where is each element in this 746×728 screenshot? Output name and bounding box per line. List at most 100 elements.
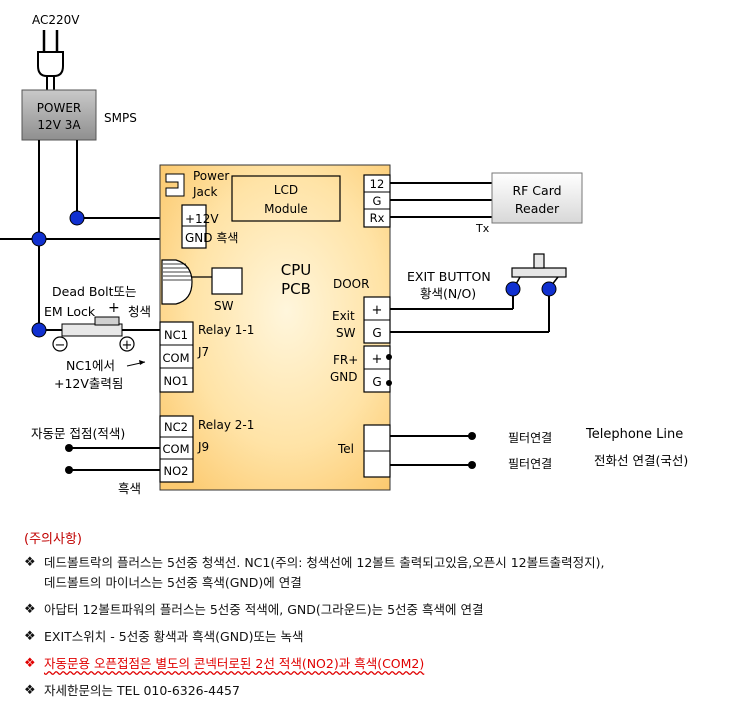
- note-item-warning: ❖ 자동문용 오픈접점은 별도의 콘넥터로된 2선 적색(NO2)과 흑색(CO…: [24, 654, 739, 674]
- wiring-diagram: AC220V POWER 12V 3A SMPS Power Jack LCD …: [0, 13, 688, 496]
- note-item: ❖ 데드볼트락의 플러스는 5선중 청색선. NC1(주의: 청색선에 12볼트…: [24, 553, 739, 593]
- sw-label: SW: [214, 299, 234, 313]
- power-supply-box: [21, 89, 97, 141]
- relay1-no1: NO1: [164, 374, 189, 388]
- tel-wires: [390, 435, 472, 466]
- exit-term-g: G: [372, 326, 381, 340]
- exit-label-1: Exit: [332, 309, 355, 323]
- tx-label: Tx: [475, 222, 490, 235]
- smps-label: SMPS: [104, 111, 137, 125]
- note-text: EXIT스위치 - 5선중 황색과 흑색(GND)또는 녹색: [44, 629, 304, 644]
- rf-reader-line1: RF Card: [512, 183, 561, 198]
- exit-button-label-2: 황색(N/O): [420, 286, 476, 301]
- lcd-line2: Module: [264, 202, 308, 216]
- push-button-icon: [511, 253, 567, 287]
- fr-plus-dot: [386, 354, 392, 360]
- note-text: 아답터 12볼트파워의 플러스는 5선중 적색에, GND(그라운드)는 5선중…: [44, 602, 484, 617]
- sw-box: [211, 267, 243, 295]
- relay1-label: Relay 1-1: [198, 323, 254, 337]
- minus-symbol: −: [55, 338, 66, 353]
- nc1-note-2: +12V출력됨: [54, 376, 123, 391]
- relay-coil-icon: [161, 259, 193, 305]
- tel-dot-2: [468, 461, 476, 469]
- nc1-note-1: NC1에서: [66, 358, 115, 373]
- exit-label-2: SW: [336, 326, 356, 340]
- power-jack-line1: Power: [193, 169, 229, 183]
- exit-terminal-block: [363, 296, 391, 344]
- bullet-icon: ❖: [24, 602, 36, 617]
- exit-button-label-1: EXIT BUTTON: [407, 269, 491, 284]
- relay2-no2: NO2: [164, 464, 189, 478]
- door-label: DOOR: [333, 277, 369, 291]
- note-item: ❖ 자세한문의는 TEL 010-6326-4457: [24, 681, 739, 701]
- note-text: 자동문용 오픈접점은 별도의 콘넥터로된 2선 적색(NO2)과 흑색(COM2…: [44, 656, 425, 671]
- bullet-icon: ❖: [24, 555, 36, 570]
- bullet-icon: ❖: [24, 683, 36, 698]
- relay1-terminal-block: [159, 321, 194, 393]
- node-12v: [69, 210, 85, 226]
- power-wires: [0, 140, 182, 331]
- fr-gnd-dot: [386, 380, 392, 386]
- filter-label-2: 필터연결: [508, 457, 552, 471]
- j9-label: J9: [197, 440, 209, 454]
- tel-dot-1: [468, 432, 476, 440]
- node-gnd: [31, 231, 47, 247]
- fr-label-2: GND: [330, 370, 358, 384]
- pcb-title: PCB: [281, 280, 311, 298]
- fr-terminal-block: [363, 345, 391, 393]
- tel-terminal-block: [363, 424, 391, 478]
- bullet-icon: ❖: [24, 656, 36, 671]
- relay1-nc1: NC1: [164, 328, 188, 342]
- power-box-line1: POWER: [37, 101, 81, 115]
- power-box-line2: 12V 3A: [37, 118, 81, 132]
- relay1-com: COM: [162, 351, 189, 365]
- auto-door-black: 흑색: [118, 481, 141, 496]
- note-continuation: 데드볼트의 마이너스는 5선중 흑색(GND)에 연결: [44, 575, 302, 590]
- lcd-line1: LCD: [274, 183, 298, 197]
- telephone-line-en: Telephone Line: [585, 427, 683, 442]
- nc1-arrow-icon: [126, 360, 146, 367]
- ac-plug-icon: [37, 30, 64, 90]
- auto-door-dot-1: [65, 444, 73, 452]
- notes-title: (주의사항): [24, 532, 82, 547]
- note-item: ❖ 아답터 12볼트파워의 플러스는 5선중 적색에, GND(그라운드)는 5…: [24, 600, 739, 620]
- rf-term-g: G: [373, 194, 382, 208]
- tel-label: Tel: [337, 442, 354, 456]
- plus-terminal-icon: [119, 336, 135, 352]
- auto-door-dot-2: [65, 466, 73, 474]
- auto-door-wires: [69, 447, 160, 471]
- j7-label: J7: [197, 345, 209, 359]
- lock-plus-mark: +: [108, 300, 120, 316]
- telephone-line-kr: 전화선 연결(국선): [594, 453, 688, 468]
- lock-blue-label: 청색: [128, 304, 151, 319]
- plus12v-label: +12V: [185, 212, 219, 226]
- cpu-title: CPU: [281, 261, 312, 279]
- node-lock: [31, 322, 47, 338]
- lock-label-2: EM Lock: [44, 304, 96, 319]
- rf-reader-box: [491, 172, 583, 224]
- power-jack-line2: Jack: [192, 185, 217, 199]
- filter-label-1: 필터연결: [508, 431, 552, 445]
- exit-wires: [390, 290, 550, 333]
- exit-term-plus: +: [372, 303, 383, 318]
- rf-term-rx: Rx: [370, 211, 385, 225]
- note-text: 자세한문의는 TEL 010-6326-4457: [44, 683, 240, 698]
- lcd-module: [231, 175, 341, 222]
- fr-term-plus: +: [372, 352, 383, 367]
- rf-terminal-block: [363, 174, 391, 228]
- relay2-label: Relay 2-1: [198, 418, 254, 432]
- rf-wires: [390, 182, 492, 218]
- notes-section: (주의사항) ❖ 데드볼트락의 플러스는 5선중 청색선. NC1(주의: 청색…: [24, 528, 739, 708]
- minus-terminal-icon: [52, 336, 68, 352]
- deadbolt-icon: [47, 316, 160, 337]
- power-jack-icon: [165, 173, 185, 197]
- note-text: 데드볼트락의 플러스는 5선중 청색선. NC1(주의: 청색선에 12볼트 출…: [44, 555, 605, 570]
- exit-node-left: [505, 281, 521, 297]
- auto-door-label: 자동문 접점(적색): [31, 426, 125, 441]
- fr-label-1: FR+: [333, 353, 358, 367]
- note-item: ❖ EXIT스위치 - 5선중 황색과 흑색(GND)또는 녹색: [24, 627, 739, 647]
- plus-symbol: +: [122, 338, 133, 353]
- rf-reader-line2: Reader: [515, 201, 560, 216]
- fr-term-g: G: [372, 375, 381, 389]
- rf-term-12: 12: [370, 177, 385, 191]
